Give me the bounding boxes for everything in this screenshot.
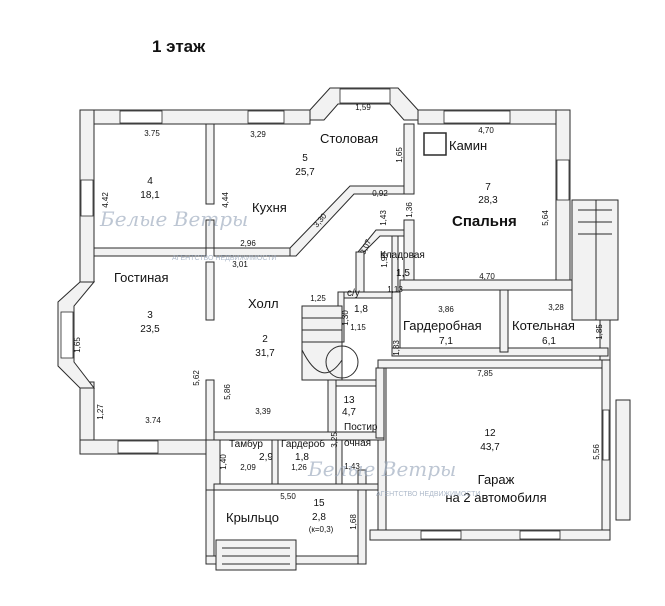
watermark-brand-2: Белые Ветры: [307, 457, 456, 481]
dimension-label: 3,29: [250, 130, 266, 139]
dimension-label: 4.42: [101, 192, 110, 208]
dimension-label: 1,65: [395, 147, 404, 163]
room-num-hall: 2: [262, 334, 268, 345]
dimension-label: 3,01: [232, 260, 248, 269]
room-num-bedroom: 7: [485, 182, 491, 193]
room-area-hall: 31,7: [255, 348, 275, 359]
dimension-label: 1,99: [380, 252, 389, 268]
dimension-label: 1,59: [355, 103, 371, 112]
room-note-porch: (к=0,3): [309, 525, 334, 534]
dimension-label: 3.75: [144, 129, 160, 138]
room-name-laundry-1: Постир: [344, 422, 378, 433]
room-area-pantry: 1,5: [396, 268, 410, 279]
dimension-label: 5,56: [592, 444, 601, 460]
watermark-tagline-2: АГЕНТСТВО НЕДВИЖИМОСТИ: [376, 491, 480, 498]
room-area-wardrobe: 7,1: [439, 336, 453, 347]
dimension-label: 1,15: [350, 323, 366, 332]
dimension-label: 1,40: [219, 454, 228, 470]
dimension-label: 5,86: [223, 384, 232, 400]
dimension-label: 1,36: [405, 202, 414, 218]
dimension-label: 1,85: [595, 324, 604, 340]
dimension-label: 3.74: [145, 416, 161, 425]
dimension-label: 1,13: [387, 285, 403, 294]
dimension-label: 2,09: [240, 463, 256, 472]
room-name-living: Гостиная: [114, 270, 169, 285]
room-num-living: 3: [147, 310, 153, 321]
watermark-bottom: Белые Ветры АГЕНТСТВО НЕДВИЖИМОСТИ: [307, 457, 480, 498]
dimension-label: 1,26: [291, 463, 307, 472]
room-name-pantry: Кладовая: [380, 250, 425, 261]
room-name-bedroom: Спальня: [452, 213, 517, 230]
dimension-label: 0,92: [372, 189, 388, 198]
room-area-cloak: 1,8: [295, 452, 309, 463]
dimension-label: 5,62: [192, 370, 201, 386]
dimension-label: 3,39: [255, 407, 271, 416]
room-num-kitchen: 5: [302, 153, 308, 164]
room-area-porch: 2,8: [312, 512, 326, 523]
room-name-laundry-2: очная: [344, 438, 371, 449]
dimension-label: 4,70: [479, 272, 495, 281]
windows: [60, 88, 610, 540]
room-area-living: 23,5: [140, 324, 160, 335]
dimension-label: 1,27: [96, 404, 105, 420]
room-labels: Гостиная 3 23,5 4 18,1 Кухня 5 25,7 Стол…: [114, 131, 575, 534]
room-name-kitchen: Кухня: [252, 200, 287, 215]
dimension-label: 4,44: [221, 192, 230, 208]
watermark-top: Белые Ветры АГЕНТСТВО НЕДВИЖИМОСТИ: [99, 207, 276, 262]
room-name-wc: с/у: [347, 288, 360, 299]
room-area-corridor: 4,7: [342, 407, 356, 418]
room-name-cloak: Гардероб: [281, 438, 325, 450]
watermark-brand-1: Белые Ветры: [99, 207, 248, 231]
dimension-label: 3,86: [438, 305, 454, 314]
dimension-label: 1,43: [379, 210, 388, 226]
dimension-labels: 3.75 3,29 1,59 4,70 4.42 4,44 1,65 5,64 0,92 1,43…: [73, 103, 604, 530]
room-area-wc: 1,8: [354, 304, 368, 315]
dimension-label: 1,30: [341, 310, 350, 326]
room-area-boiler: 6,1: [542, 336, 556, 347]
dimension-label: 5,64: [541, 210, 550, 226]
watermark-tagline-1: АГЕНТСТВО НЕДВИЖИМОСТИ: [172, 255, 276, 262]
room-area-garage: 43,7: [480, 442, 500, 453]
dimension-label: 1,83: [392, 340, 401, 356]
dimension-label: 2,96: [240, 239, 256, 248]
room-name-dining: Столовая: [320, 131, 378, 146]
room-area-vestibule: 2,9: [259, 452, 273, 463]
room-area-laundry: 1,43: [344, 462, 360, 471]
room-num-porch: 15: [313, 498, 325, 509]
room-name-fireplace: Камин: [449, 138, 487, 153]
dimension-label: 4,70: [478, 126, 494, 135]
dimension-label: 1,65: [73, 337, 82, 353]
dimension-label: 5,50: [280, 492, 296, 501]
room-area-4: 18,1: [140, 190, 160, 201]
floor-title: 1 этаж: [152, 37, 206, 56]
room-name-boiler: Котельная: [512, 318, 575, 333]
room-num-corridor: 13: [343, 395, 355, 406]
room-name-garage-1: Гараж: [478, 472, 515, 487]
dimension-label: 7,85: [477, 369, 493, 378]
room-num-garage: 12: [484, 428, 496, 439]
room-name-wardrobe: Гардеробная: [403, 318, 482, 333]
dimension-label: 3,25: [330, 432, 339, 448]
room-area-kitchen: 25,7: [295, 167, 315, 178]
room-name-garage-2: на 2 автомобиля: [445, 490, 546, 505]
dimension-label: 1,25: [310, 294, 326, 303]
room-name-hall: Холл: [248, 296, 279, 311]
room-name-porch: Крыльцо: [226, 510, 279, 525]
room-name-vestibule: Тамбур: [229, 438, 263, 450]
dimension-label: 1,68: [349, 514, 358, 530]
room-num-4: 4: [147, 176, 153, 187]
room-area-bedroom: 28,3: [478, 195, 498, 206]
dimension-label: 3,28: [548, 303, 564, 312]
interior-walls: [93, 123, 609, 491]
